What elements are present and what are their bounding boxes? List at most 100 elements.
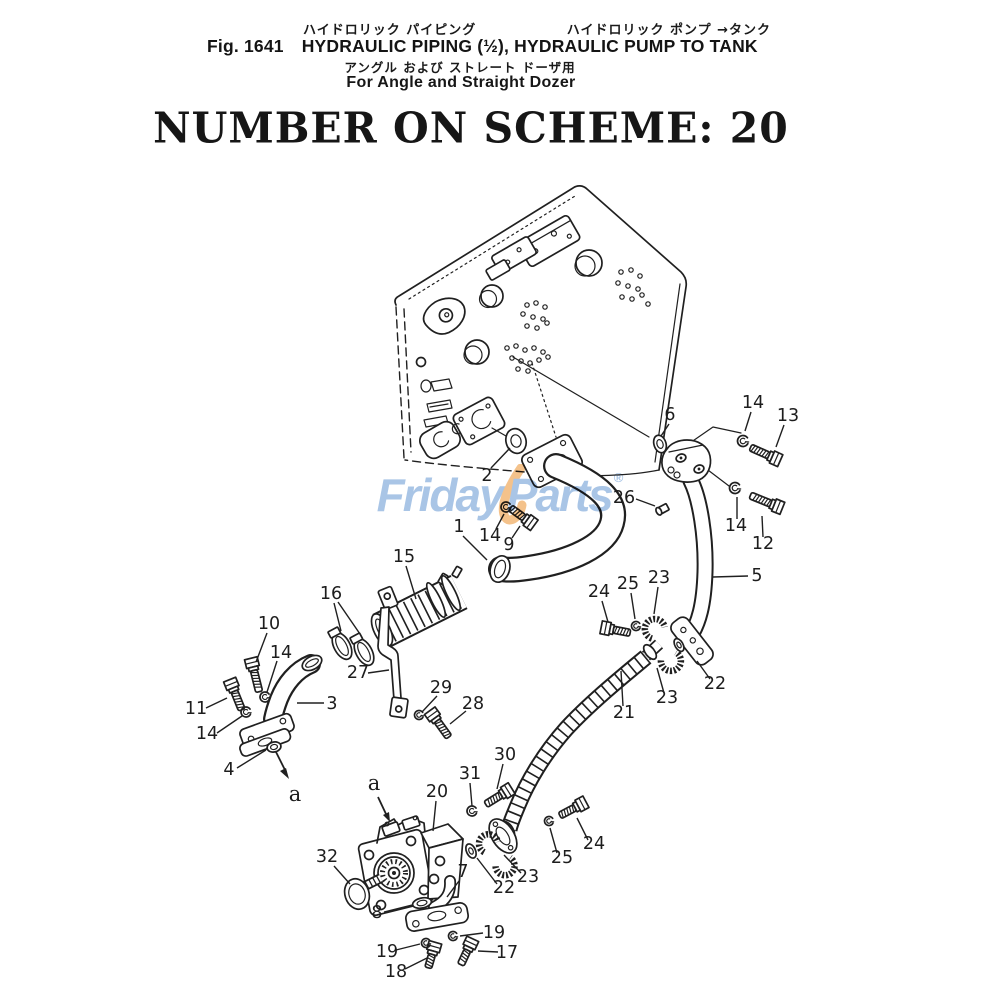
hydraulic-pump [357, 815, 470, 932]
leader-line [761, 515, 764, 538]
callout-label: 22 [493, 878, 515, 898]
subtitle-japanese: アングル および ストレート ドーザ用 [344, 60, 576, 75]
leader-line [620, 670, 624, 707]
callout-label: 32 [316, 847, 338, 867]
leader-line [476, 857, 498, 885]
callout-label: 4 [223, 760, 234, 780]
callout-label: 16 [320, 584, 342, 604]
leader-line [601, 600, 609, 623]
callout-label: 31 [459, 764, 481, 784]
callout-label: 21 [613, 703, 635, 723]
leader-line [405, 565, 417, 600]
leader-line [266, 660, 278, 693]
leader-line [576, 817, 589, 841]
callout-label: 26 [613, 488, 635, 508]
leader-line [660, 423, 670, 437]
callout-label: 14 [725, 516, 747, 536]
callout-label: 23 [656, 688, 678, 708]
lock-washer [466, 805, 478, 817]
leader-line [477, 950, 499, 953]
callout-label: 27 [347, 663, 369, 683]
bolt [457, 935, 480, 967]
callout-label: 17 [496, 943, 518, 963]
callout-label: 19 [483, 923, 505, 943]
bolt [423, 706, 452, 740]
leader-line [205, 697, 228, 709]
hose-clamps-16 [327, 626, 375, 667]
callout-label: 19 [376, 942, 398, 962]
leader-line [775, 424, 785, 448]
callout-label: 20 [426, 782, 448, 802]
leader-line [421, 695, 438, 713]
lock-washer [736, 434, 750, 448]
leader-line [511, 525, 521, 539]
o-ring [464, 843, 478, 859]
callout-label: 2 [481, 466, 492, 486]
callout-label: 28 [462, 694, 484, 714]
hardware-layer [222, 427, 786, 970]
bracket-27 [377, 585, 409, 719]
callout-label: 25 [617, 574, 639, 594]
o-ring [343, 877, 371, 911]
pump-bottom-flange [404, 902, 470, 932]
callout-label: 30 [494, 745, 516, 765]
scheme-number-banner: NUMBER ON SCHEME: 20 [153, 103, 789, 153]
callout-label: 14 [742, 393, 764, 413]
bolt [748, 444, 784, 468]
leader-line [255, 632, 268, 663]
o-ring [673, 637, 685, 653]
callout-label: 14 [270, 643, 292, 663]
suction-pipe-1 [488, 433, 627, 584]
leader-line [503, 854, 522, 874]
header-jp-right: ハイドロリック ポンプ →タンク [566, 23, 771, 38]
callout-label: 24 [588, 582, 610, 602]
callout-label: 14 [196, 724, 218, 744]
o-ring [504, 427, 528, 455]
o-ring [266, 741, 282, 753]
bolt [243, 655, 263, 694]
plug-26 [655, 503, 670, 516]
callout-label: 6 [664, 405, 675, 425]
bolt [748, 491, 786, 516]
leader-line [469, 782, 473, 807]
leader-line [395, 943, 421, 951]
lock-washer [630, 620, 642, 632]
bolt [424, 939, 443, 970]
callout-label: 9 [503, 535, 514, 555]
figure-title-text: HYDRAULIC PIPING (½), HYDRAULIC PUMP TO … [301, 36, 758, 56]
figure-number: Fig. 1641 [207, 36, 284, 56]
o-ring [652, 434, 668, 454]
tank-panel [394, 185, 688, 477]
bolt [558, 795, 590, 819]
leader-line [404, 957, 428, 970]
callout-label: 11 [185, 699, 207, 719]
view-label: a [289, 782, 302, 806]
callout-label: 12 [752, 534, 774, 554]
view-label: a [368, 771, 381, 795]
hose-15 [370, 565, 468, 648]
figure-title: Fig. 1641 HYDRAULIC PIPING (½), HYDRAULIC… [207, 36, 758, 57]
callout-label: 23 [517, 867, 539, 887]
lock-washer [240, 706, 252, 718]
leader-line [333, 865, 351, 885]
leader-line [367, 669, 390, 674]
callout-label: 22 [704, 674, 726, 694]
bolt [599, 620, 632, 637]
bolt [222, 676, 246, 712]
leader-line [696, 660, 711, 680]
leader-line [630, 592, 636, 620]
callout-label: 29 [430, 678, 452, 698]
lock-washer [728, 481, 742, 495]
return-pipe-5 [661, 439, 714, 650]
callout-label: 14 [479, 526, 501, 546]
bolt-hole-cluster [504, 267, 651, 374]
bolt [483, 781, 516, 808]
leader-line [490, 447, 511, 469]
callout-label: 1 [453, 517, 464, 537]
lock-washer [413, 709, 425, 721]
leader-line [333, 602, 342, 632]
leader-line [383, 904, 413, 913]
leader-line [337, 601, 361, 635]
